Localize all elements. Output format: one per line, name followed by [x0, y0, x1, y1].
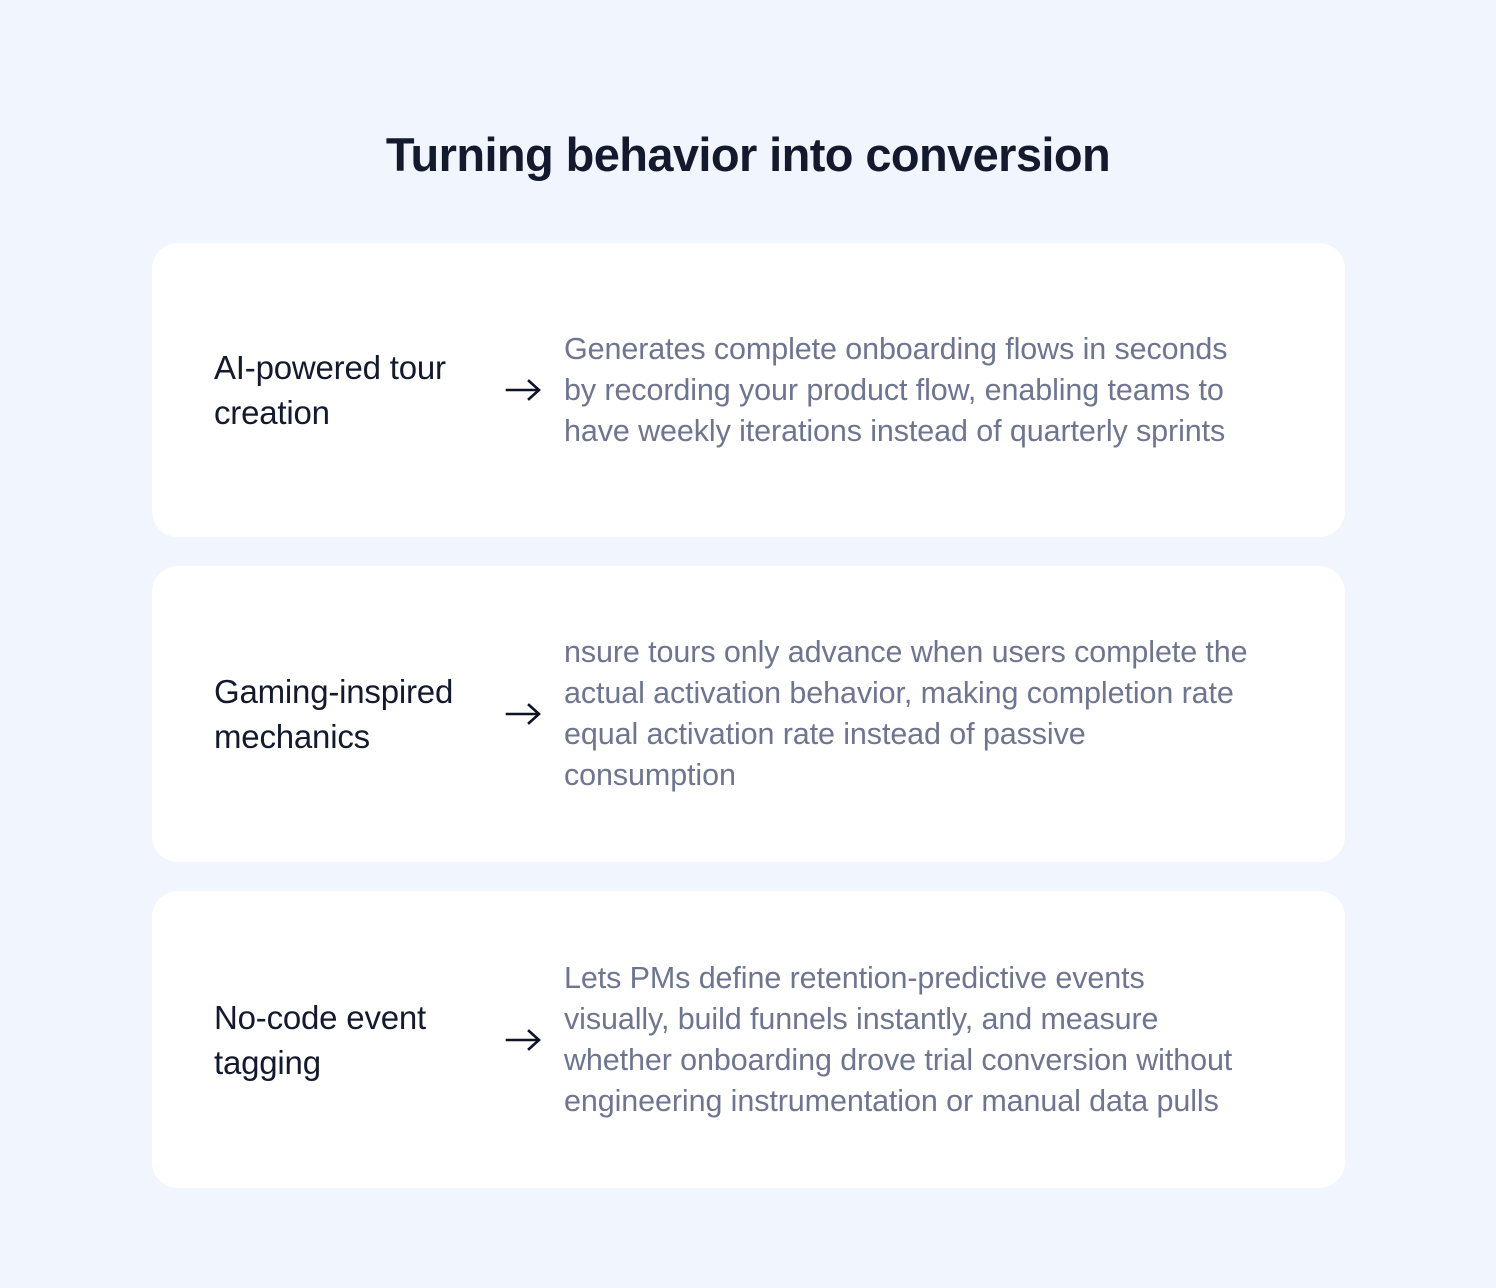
feature-card-description: nsure tours only advance when users comp… [564, 635, 1248, 792]
feature-card-label: No-code event tagging [214, 998, 427, 1081]
arrow-right-icon [486, 1027, 564, 1053]
feature-card: Gaming-inspired mechanics nsure tours on… [152, 566, 1345, 862]
page-title: Turning behavior into conversion [385, 128, 1111, 182]
feature-card-list: AI-powered tour creation Generates compl… [152, 243, 1345, 1188]
feature-card: No-code event tagging Lets PMs define re… [152, 891, 1345, 1188]
feature-card-label: Gaming-inspired mechanics [214, 673, 454, 755]
feature-card-description: Generates complete onboarding flows in s… [564, 331, 1228, 448]
feature-card: AI-powered tour creation Generates compl… [152, 243, 1345, 537]
feature-card-label: AI-powered tour creation [214, 349, 446, 431]
arrow-right-icon [486, 701, 564, 727]
arrow-right-icon [486, 377, 564, 403]
feature-card-description: Lets PMs define retention-predictive eve… [564, 960, 1233, 1118]
